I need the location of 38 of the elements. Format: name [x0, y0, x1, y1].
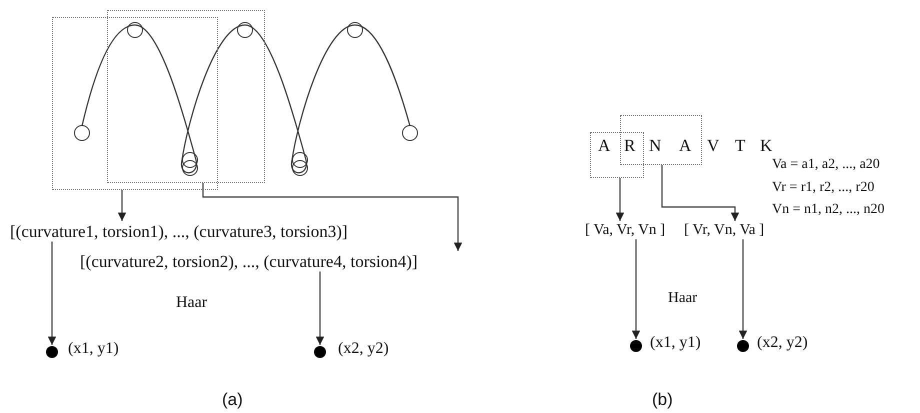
vector-definition: Vn = n1, n2, ..., n20 [772, 202, 885, 218]
sliding-window [590, 132, 644, 178]
arrow [661, 165, 740, 221]
panel-label: (b) [652, 390, 673, 410]
sequence-letter: K [760, 136, 772, 156]
arrow [316, 272, 324, 345]
point-marker [737, 340, 749, 352]
feature-vector: [ Va, Vr, Vn ] [585, 222, 666, 240]
arrow [48, 242, 56, 345]
point-marker [630, 340, 642, 352]
sliding-window [107, 10, 265, 183]
panel-label: (a) [222, 390, 243, 410]
transform-label: Haar [668, 290, 698, 308]
arrow [616, 178, 624, 221]
coordinate-label: (x2, y2) [757, 334, 808, 352]
sequence-letter: A [598, 136, 610, 156]
arrow [118, 190, 126, 221]
sequence-letter: N [649, 136, 662, 156]
feature-vector: [(curvature2, torsion2), ..., (curvature4, torsion4)] [80, 252, 418, 272]
arrow [632, 239, 640, 339]
vector-definition: Va = a1, a2, ..., a20 [772, 157, 880, 174]
sequence-letter: R [624, 136, 636, 156]
sequence-letter: A [679, 136, 692, 156]
coordinate-label: (x1, y1) [650, 334, 701, 352]
sequence-letter: V [707, 136, 720, 156]
vector-definition: Vr = r1, r2, ..., r20 [772, 180, 874, 196]
arrow [738, 239, 748, 339]
feature-vector: [ Vr, Vn, Va ] [684, 222, 764, 240]
sliding-window [620, 115, 702, 165]
sequence-letter: T [735, 136, 746, 156]
transform-label: Haar [176, 294, 208, 312]
point-marker [46, 346, 58, 358]
sliding-window [52, 17, 218, 190]
arrow [202, 183, 462, 251]
feature-vector: [(curvature1, torsion1), ..., (curvature3, torsion3)] [10, 222, 348, 242]
coordinate-label: (x2, y2) [338, 340, 389, 358]
coordinate-label: (x1, y1) [68, 340, 119, 358]
point-marker [314, 346, 326, 358]
